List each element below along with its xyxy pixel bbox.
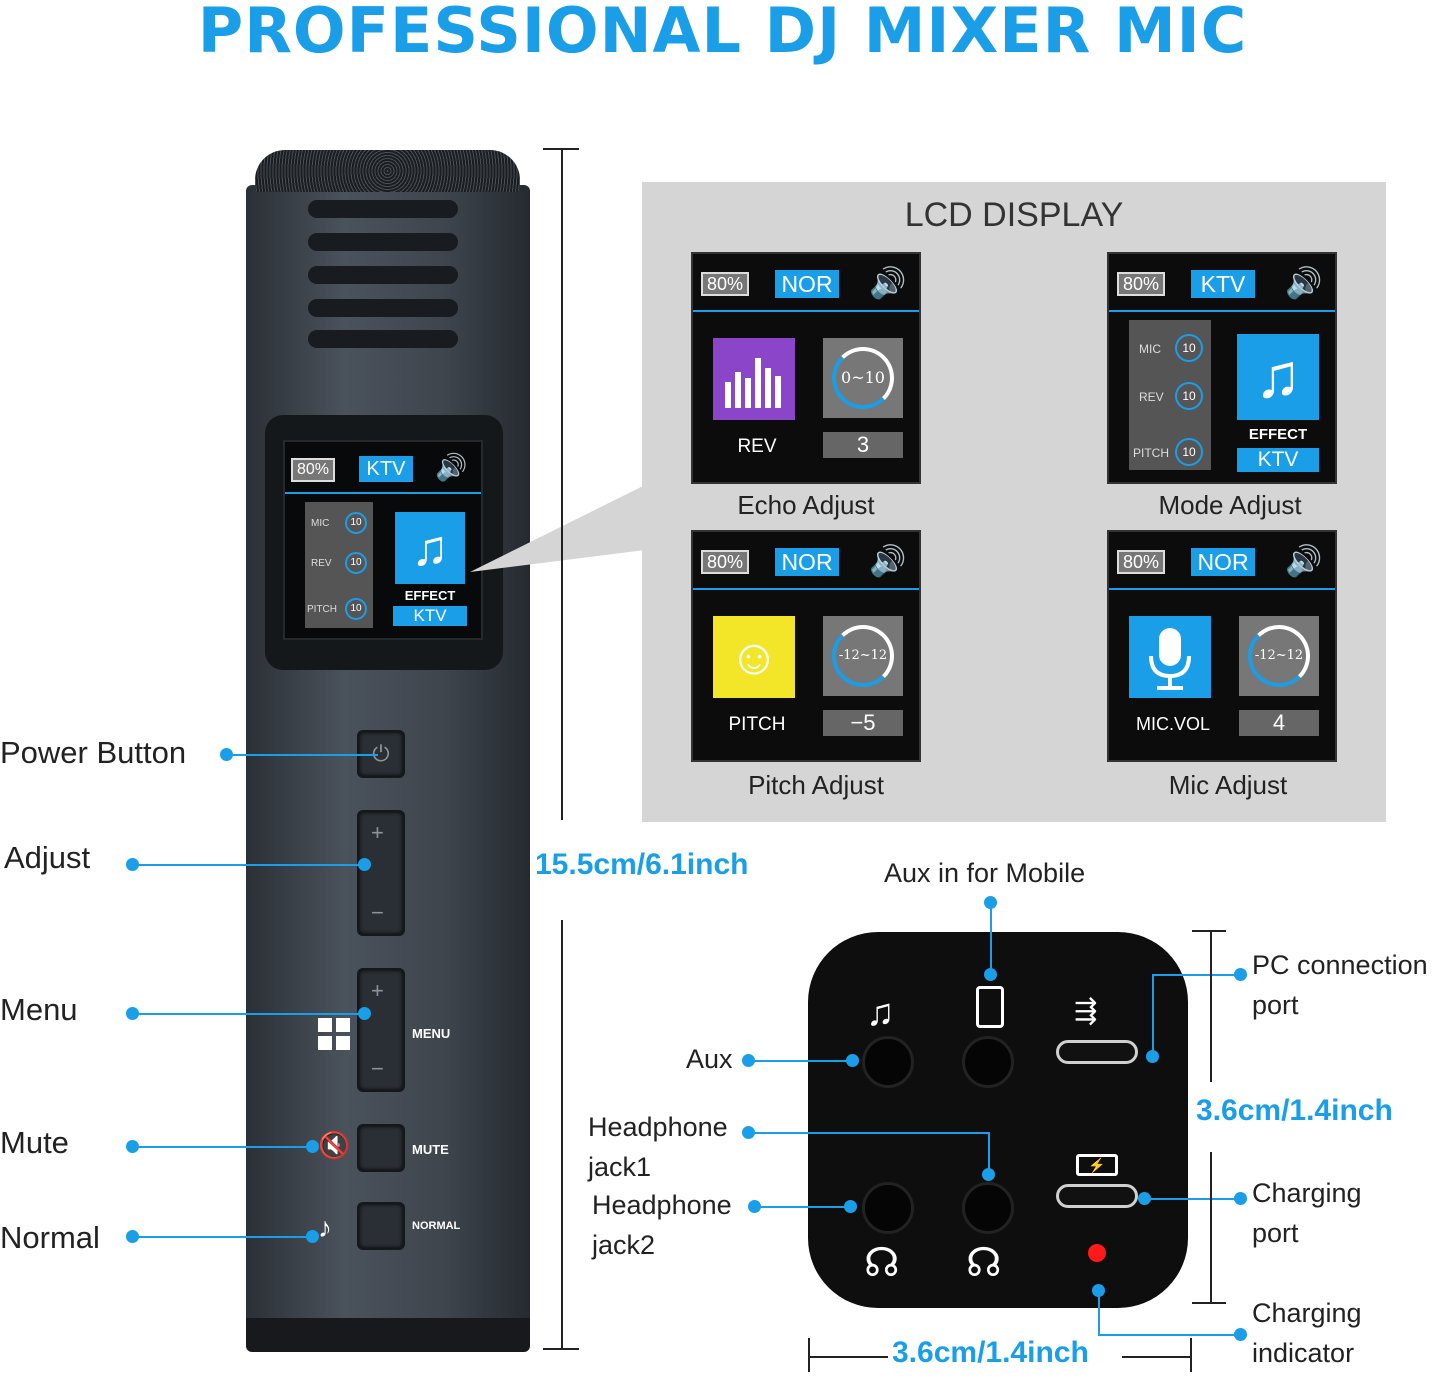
callout-aux: Aux [686,1044,733,1074]
speaker-slot [308,233,458,251]
callout-normal: Normal [0,1220,100,1255]
mute-button[interactable] [357,1124,405,1172]
music-note-icon: ♫ [866,992,895,1034]
power-icon: ⏻ [372,741,390,766]
depth-dimension: 3.6cm/1.4inch [1196,1094,1393,1127]
pc-usb-port[interactable] [1056,1040,1138,1064]
usb-icon: ⇶ [1074,995,1098,1026]
headphone-icon: ☊ [966,1241,1002,1285]
headphone-icon: ☊ [864,1241,900,1285]
speaker-slot [308,200,458,218]
port-panel [808,932,1188,1308]
menu-grid-icon [318,1018,350,1050]
speaker-slot [308,330,458,348]
battery-charge-icon: ⚡ [1076,1154,1118,1176]
ghost-icon: ☺ [713,616,795,698]
callout-aux-mobile: Aux in for Mobile [884,858,1086,888]
lcd-screen-mode: 80% KTV 🔊 MIC 10 REV 10 PITCH 10 ♫ EFFEC… [1107,252,1337,484]
speaker-icon: 🔊 [1285,267,1323,300]
microphone-base [246,1318,530,1352]
menu-rocker[interactable]: + − [357,968,405,1092]
microphone-grille-head [255,150,520,192]
height-dimension: 15.5cm/6.1inch [535,848,749,881]
caption-echo-adjust: Echo Adjust [737,490,875,520]
phone-icon [976,986,1004,1028]
headphone-jack-2[interactable] [862,1182,914,1234]
speaker-icon: 🔊 [1285,545,1323,578]
aux-mobile-jack[interactable] [962,1036,1014,1088]
lcd-screen-mic: 80% NOR 🔊 -12~12 MIC.VOL 4 [1107,530,1337,762]
lcd-screen-pitch: 80% NOR 🔊 ☺ -12~12 PITCH −5 [691,530,921,762]
headphone-jack-1[interactable] [962,1182,1014,1234]
equalizer-icon [713,338,795,420]
battery-indicator: 80% [291,458,335,482]
width-dimension: 3.6cm/1.4inch [892,1336,1089,1369]
zoom-pointer [470,485,645,572]
music-note-icon: ♪ [318,1212,332,1243]
caption-pitch-adjust: Pitch Adjust [748,770,884,800]
microphone-icon [1129,616,1211,698]
speaker-icon: 🔊 [869,545,907,578]
levels-panel: MIC 10 REV 10 PITCH 10 [305,502,373,628]
callout-adjust: Adjust [4,840,91,875]
adjust-rocker[interactable]: + − [357,810,405,936]
callout-mute: Mute [0,1125,69,1160]
callout-menu: Menu [0,992,78,1027]
music-note-icon: ♫ [1237,334,1319,420]
mute-icon: 🔇 [318,1130,351,1160]
caption-mic-adjust: Mic Adjust [1168,770,1288,800]
lcd-display-title: LCD DISPLAY [904,196,1124,234]
speaker-icon: 🔊 [435,452,468,482]
aux-jack[interactable] [862,1036,914,1088]
page-title: PROFESSIONAL DJ MIXER MIC [197,0,1248,67]
lcd-screen-echo: 80% NOR 🔊 0~10 REV 3 [691,252,921,484]
charging-indicator-led [1088,1244,1106,1262]
charging-port[interactable] [1056,1184,1138,1208]
mic-lcd-screen: 80% KTV 🔊 MIC 10 REV 10 PITCH 10 ♫ EFFEC… [283,440,483,640]
speaker-icon: 🔊 [869,267,907,300]
callout-power: Power Button [0,735,187,770]
normal-button[interactable] [357,1202,405,1250]
mode-tag: KTV [359,456,413,482]
speaker-slot [308,299,458,317]
speaker-slot [308,266,458,284]
music-note-icon: ♫ [395,512,465,584]
caption-mode-adjust: Mode Adjust [1158,490,1302,520]
